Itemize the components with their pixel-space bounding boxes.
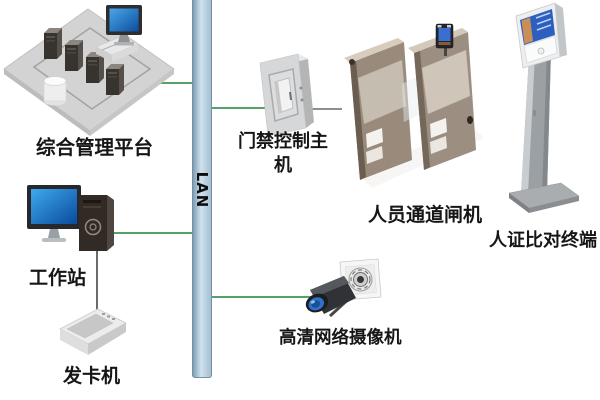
management-platform-label: 综合管理平台 bbox=[36, 136, 154, 159]
edge-lan-to-access-controller bbox=[211, 107, 266, 109]
lan-bus-bar bbox=[192, 0, 212, 378]
gate-cabinet-left bbox=[344, 38, 412, 180]
server-tower-icon bbox=[65, 40, 83, 71]
card-issuer-illustration bbox=[58, 308, 128, 355]
ip-camera-label: 高清网络摄像机 bbox=[279, 328, 402, 348]
network-camera-illustration bbox=[305, 258, 382, 318]
face-recognition-device-icon bbox=[435, 23, 454, 56]
speed-gate-illustration bbox=[344, 23, 484, 188]
edge-workstation-to-card-issuer bbox=[96, 250, 98, 312]
lan-bus-label: LAN bbox=[193, 171, 211, 209]
turnstile-label: 人员通道闸机 bbox=[368, 204, 483, 226]
workstation-label: 工作站 bbox=[29, 267, 87, 289]
kiosk-base bbox=[508, 182, 580, 213]
id-terminal-label: 人证比对终端 bbox=[489, 230, 597, 251]
kiosk-screen-head bbox=[515, 2, 567, 69]
monitor-icon bbox=[27, 185, 81, 242]
computer-tower-icon bbox=[79, 195, 114, 251]
monitor-icon bbox=[106, 5, 142, 46]
edge-lan-to-camera bbox=[211, 296, 318, 298]
card-issuer-label: 发卡机 bbox=[63, 365, 121, 387]
server-tower-icon bbox=[44, 28, 62, 59]
verification-kiosk-illustration bbox=[508, 2, 580, 213]
access-control-cabinet-illustration bbox=[259, 53, 314, 137]
edge-platform-to-lan bbox=[155, 82, 194, 84]
kiosk-pillar bbox=[521, 50, 551, 194]
server-tower-icon bbox=[106, 64, 124, 95]
database-cylinder-icon bbox=[43, 76, 67, 106]
access-controller-label: 门禁控制主机 bbox=[238, 131, 328, 177]
camera-lens-icon bbox=[305, 293, 329, 313]
desktop-computer-illustration bbox=[27, 185, 114, 251]
server-platform-illustration bbox=[3, 5, 175, 136]
edge-access-controller-to-turnstile bbox=[312, 108, 342, 110]
edge-workstation-to-lan bbox=[112, 232, 192, 234]
